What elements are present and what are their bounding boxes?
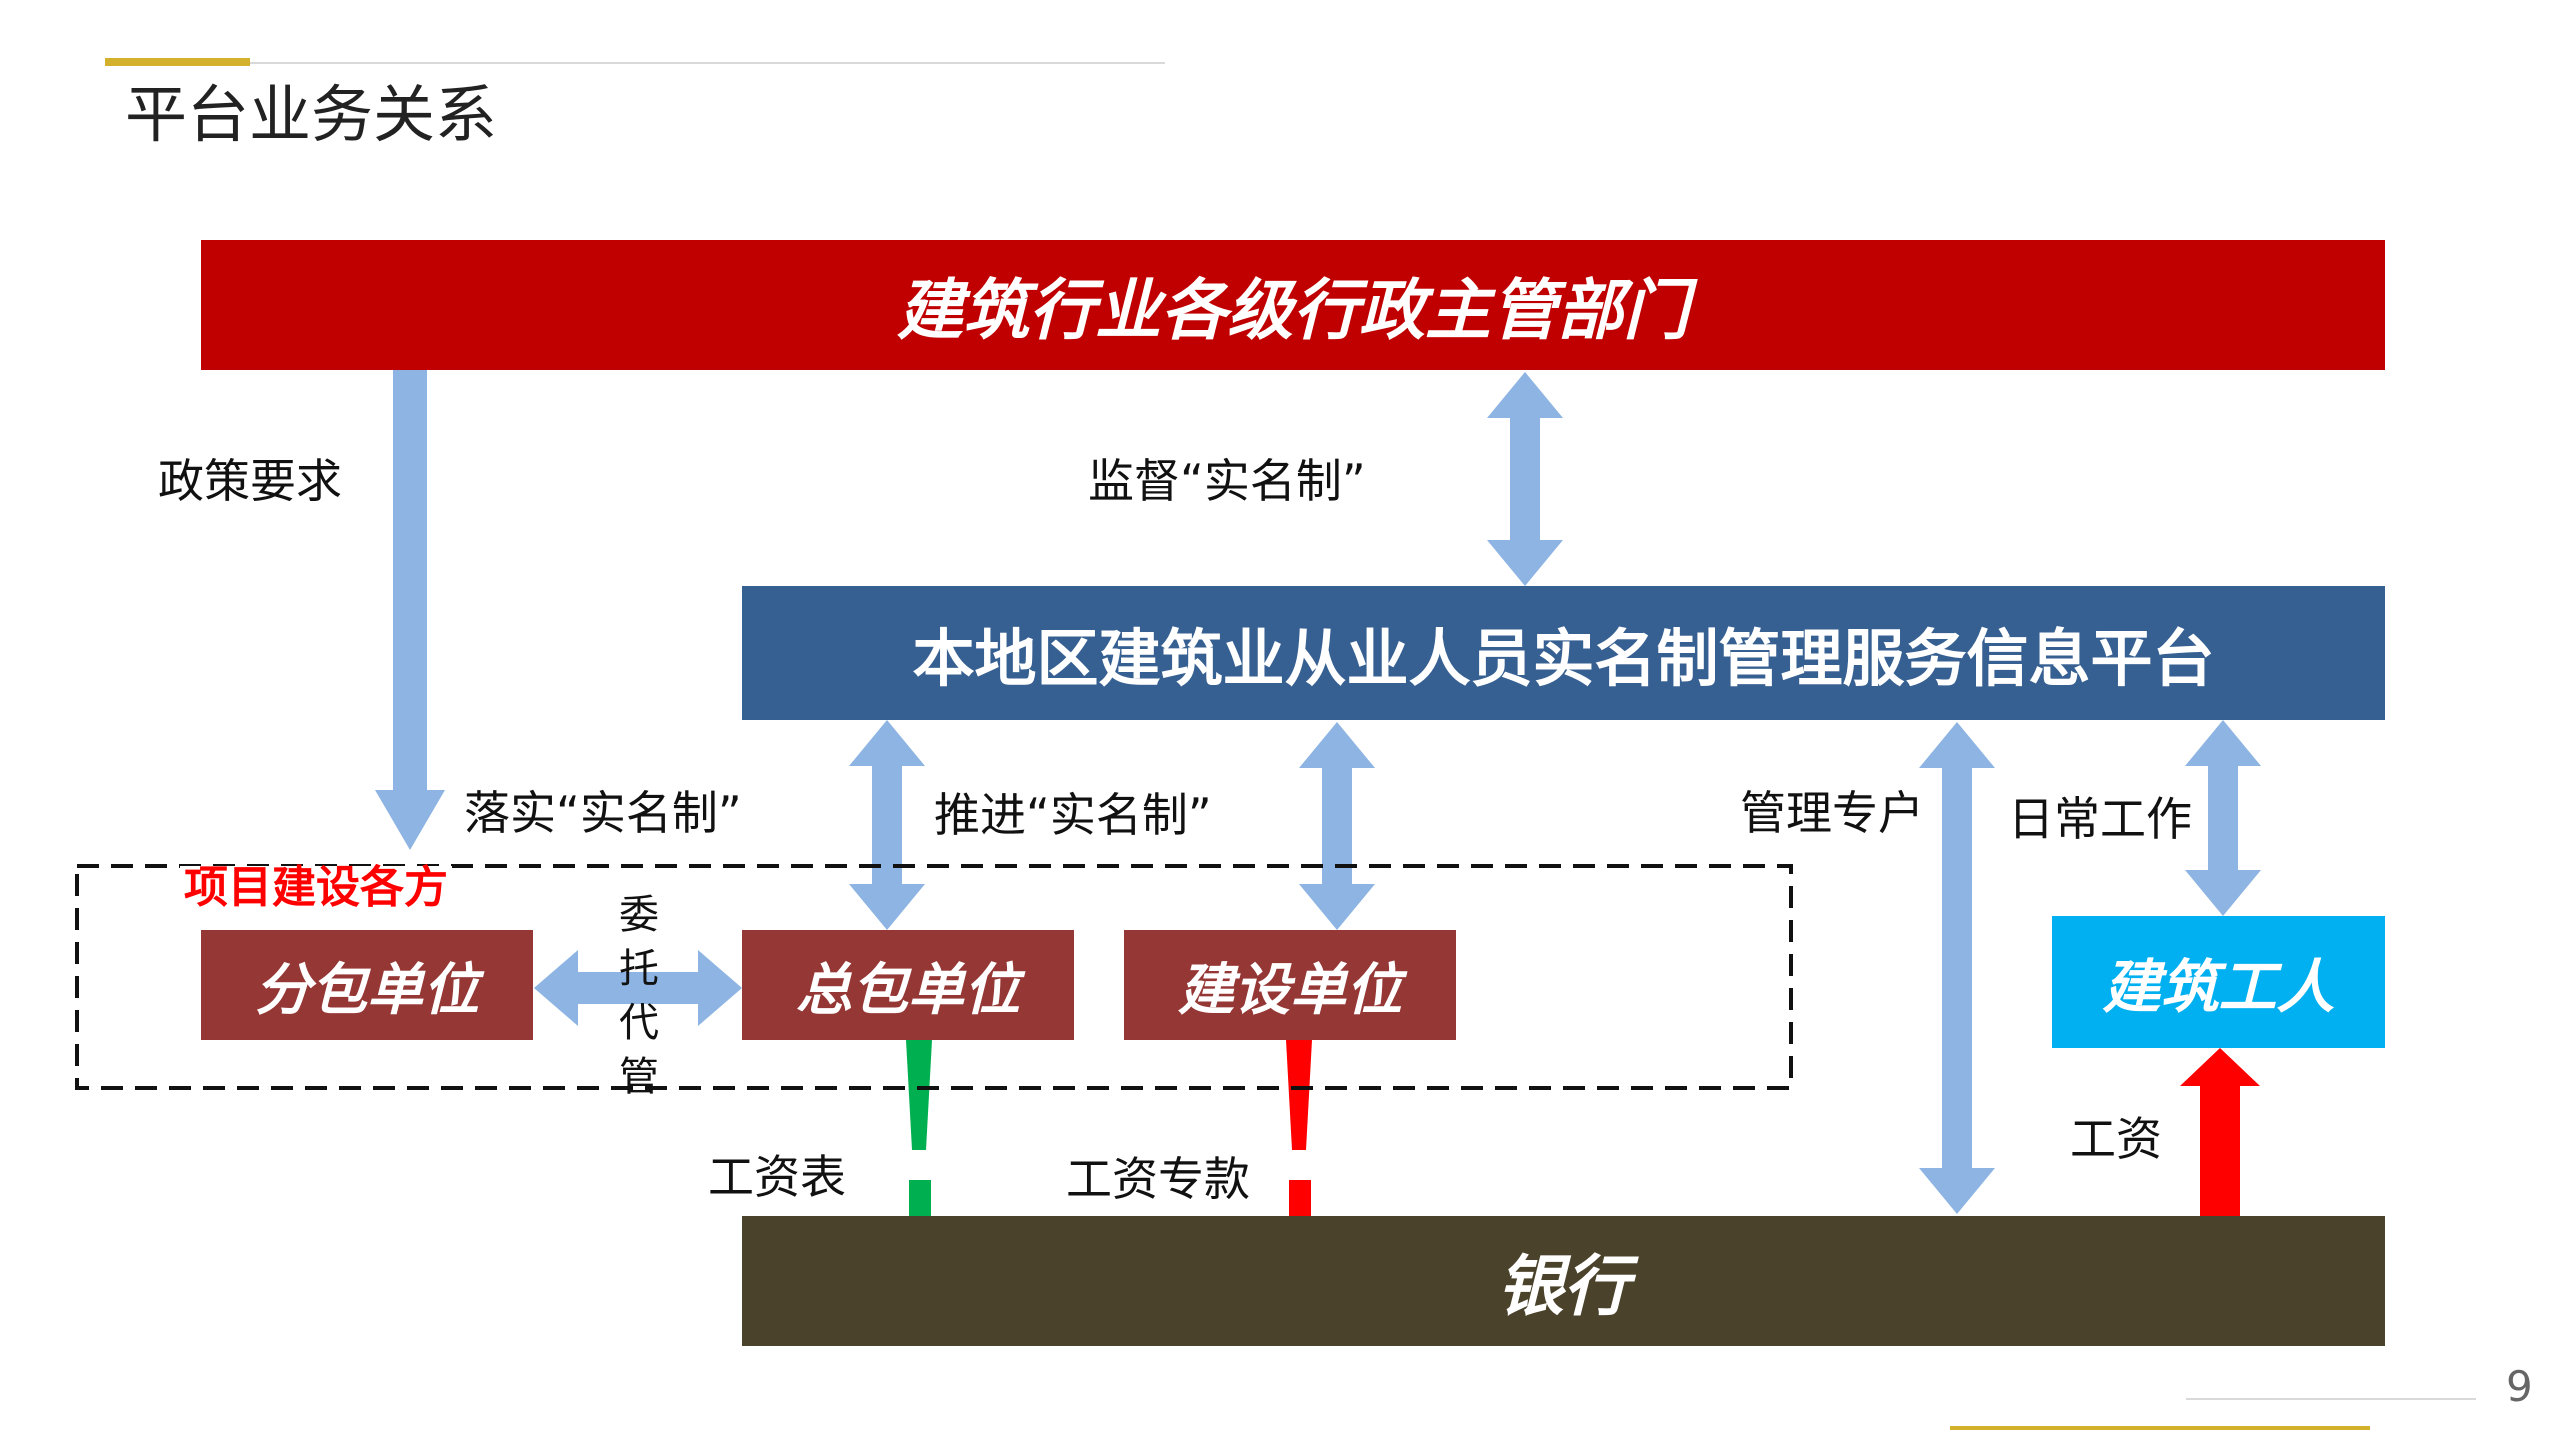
payroll-connector-dot <box>909 1180 931 1216</box>
page-title: 平台业务关系 <box>125 78 498 151</box>
subcontractor-box: 分包单位 <box>201 930 533 1040</box>
client-unit-box: 建设单位 <box>1124 930 1456 1040</box>
implement-label: 落实“实名制” <box>464 786 742 840</box>
daily-work-label: 日常工作 <box>2008 792 2192 846</box>
title-accent-bar <box>105 58 250 66</box>
implement-arrow <box>849 720 925 930</box>
supervise-arrow <box>1487 372 1563 586</box>
entrust-label: 委托代管 <box>619 892 659 1100</box>
project-parties-label: 项目建设各方 <box>180 866 452 910</box>
management-account-arrow <box>1919 722 1995 1214</box>
entrust-arrow <box>534 950 742 1026</box>
admin-departments-box: 建筑行业各级行政主管部门 <box>201 240 2385 370</box>
bank-box: 银行 <box>742 1216 2385 1346</box>
payroll-label: 工资表 <box>708 1150 846 1204</box>
supervise-label: 监督“实名制” <box>1088 454 1366 508</box>
footer-rule-lower <box>1950 1426 2370 1430</box>
promote-label: 推进“实名制” <box>934 788 1212 842</box>
wage-fund-connector-dot <box>1289 1180 1311 1216</box>
page-number: 9 <box>2506 1362 2533 1411</box>
payroll-connector <box>906 1040 932 1150</box>
promote-arrow <box>1299 722 1375 930</box>
policy-label: 政策要求 <box>158 454 342 508</box>
platform-box: 本地区建筑业从业人员实名制管理服务信息平台 <box>742 586 2385 720</box>
wage-fund-label: 工资专款 <box>1066 1152 1250 1206</box>
workers-box: 建筑工人 <box>2052 916 2385 1048</box>
title-rule <box>250 62 1165 64</box>
daily-work-arrow <box>2185 720 2261 916</box>
project-parties-boundary <box>75 864 1793 1090</box>
wage-label: 工资 <box>2070 1112 2162 1166</box>
wage-arrow <box>2180 1048 2260 1216</box>
footer-rule-upper <box>2186 1398 2476 1400</box>
management-account-label: 管理专户 <box>1740 786 1924 840</box>
policy-arrow <box>375 370 445 850</box>
general-contractor-box: 总包单位 <box>742 930 1074 1040</box>
wage-fund-connector <box>1286 1040 1312 1150</box>
